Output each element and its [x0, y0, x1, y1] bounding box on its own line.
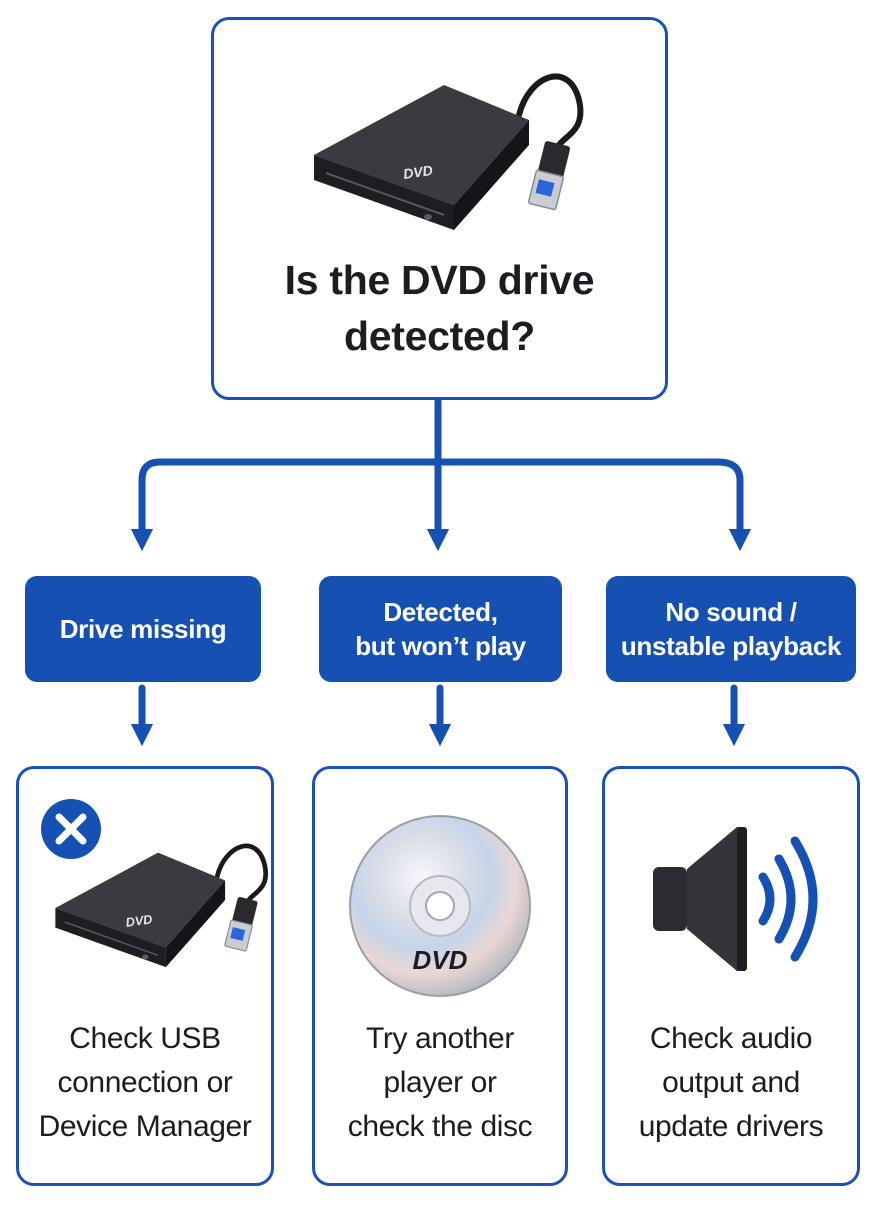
- result-box-usb: DVD Check USB connection or Device Manag…: [16, 766, 274, 1186]
- dvd-disc-icon: DVD: [349, 815, 531, 997]
- result-box-audio: Check audio output and update drivers: [602, 766, 860, 1186]
- disc-label: DVD: [413, 945, 468, 975]
- result-text-disc: Try another player or check the disc: [347, 1022, 533, 1143]
- branch-drive-missing: Drive missing: [25, 576, 261, 682]
- arrow-to-drive-missing: [130, 458, 164, 552]
- error-x-icon: [41, 799, 101, 859]
- dvd-drive-icon: DVD: [314, 73, 584, 230]
- result-drive-label: DVD: [125, 912, 153, 930]
- arrow-to-no-sound: [714, 458, 752, 552]
- branch-no-sound: No sound / unstable playback: [606, 576, 856, 682]
- result-text-audio: Check audio output and update drivers: [638, 1022, 824, 1143]
- result-box-disc: DVD Try another player or check the disc: [312, 766, 568, 1186]
- dvd-drive-error-icon: DVD: [55, 843, 269, 968]
- root-question-title: Is the DVD drive detected?: [284, 257, 595, 359]
- root-question-box: DVD Is the DVD drive detected?: [211, 17, 668, 400]
- result-text-usb: Check USB connection or Device Manager: [38, 1022, 252, 1143]
- branch-detected-wont-play: Detected, but won’t play: [319, 576, 562, 682]
- speaker-icon: [653, 827, 818, 971]
- root-drive-label: DVD: [402, 162, 434, 182]
